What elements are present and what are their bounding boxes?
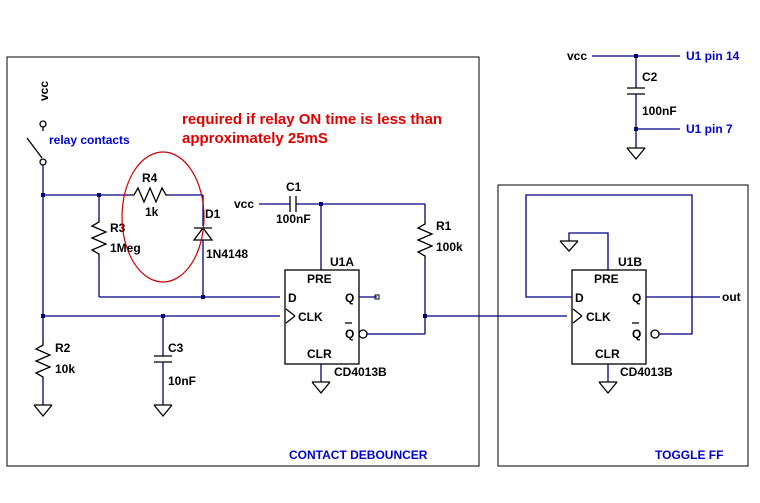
c2-capacitor (592, 55, 680, 161)
u1a-ref: U1A (330, 255, 354, 269)
r4-ref: R4 (142, 171, 158, 185)
r2-ref: R2 (55, 341, 71, 355)
r2-resistor (33, 340, 53, 418)
junction-dots (41, 54, 638, 318)
u1b-part: CD4013B (620, 365, 673, 379)
note-line-2: approximately 25mS (182, 130, 328, 147)
u1b-clr: CLR (595, 347, 620, 361)
pin14-label: U1 pin 14 (686, 49, 740, 63)
u1a-q: Q (345, 291, 354, 305)
u1a-clr: CLR (307, 347, 332, 361)
c2-value: 100nF (642, 104, 677, 118)
r4-value: 1k (145, 205, 159, 219)
pin7-label: U1 pin 7 (686, 122, 733, 136)
toggle-block-label: TOGGLE FF (655, 448, 723, 462)
r3-value: 1Meg (110, 241, 141, 255)
r1-ref: R1 (436, 219, 452, 233)
toggle-ff-box (497, 184, 749, 467)
svg-text:vcc: vcc (37, 81, 51, 101)
u1b-d: D (575, 291, 584, 305)
c1-capacitor (259, 196, 425, 270)
d1-diode (192, 226, 214, 297)
c2-vcc-label: vcc (567, 49, 587, 63)
u1b-flipflop (525, 194, 720, 395)
relay-contacts-label: relay contacts (49, 133, 130, 147)
c3-capacitor (153, 316, 173, 418)
r4-resistor (130, 186, 204, 226)
optional-parts-highlight (121, 151, 205, 283)
r1-value: 100k (436, 240, 463, 254)
u1a-qbar: Q (345, 327, 354, 341)
vcc-top-symbol: vcc (37, 81, 51, 128)
d1-value: 1N4148 (206, 247, 248, 261)
r2-value: 10k (55, 362, 75, 376)
u1a-clk: CLK (298, 310, 323, 324)
u1b-qbar: Q (632, 327, 641, 341)
u1a-d: D (288, 291, 297, 305)
r3-resistor (90, 195, 108, 297)
debouncer-block-label: CONTACT DEBOUNCER (289, 448, 428, 462)
u1b-pre: PRE (594, 272, 619, 286)
u1b-q: Q (632, 291, 641, 305)
u1a-part: CD4013B (334, 365, 387, 379)
c1-ref: C1 (286, 180, 302, 194)
c3-value: 10nF (168, 374, 196, 388)
note-line-1: required if relay ON time is less than (182, 111, 442, 128)
c1-vcc-label: vcc (234, 197, 254, 211)
contact-debouncer-box (6, 56, 480, 467)
d1-ref: D1 (205, 207, 221, 221)
u1b-ref: U1B (618, 255, 642, 269)
c1-value: 100nF (276, 212, 311, 226)
c3-ref: C3 (168, 341, 184, 355)
r1-resistor (416, 204, 434, 334)
c2-ref: C2 (642, 70, 658, 84)
output-label: out (722, 290, 741, 304)
u1a-pre: PRE (307, 272, 332, 286)
u1b-clk: CLK (586, 310, 611, 324)
relay-contacts (26, 127, 47, 195)
u1a-flipflop (284, 269, 425, 395)
